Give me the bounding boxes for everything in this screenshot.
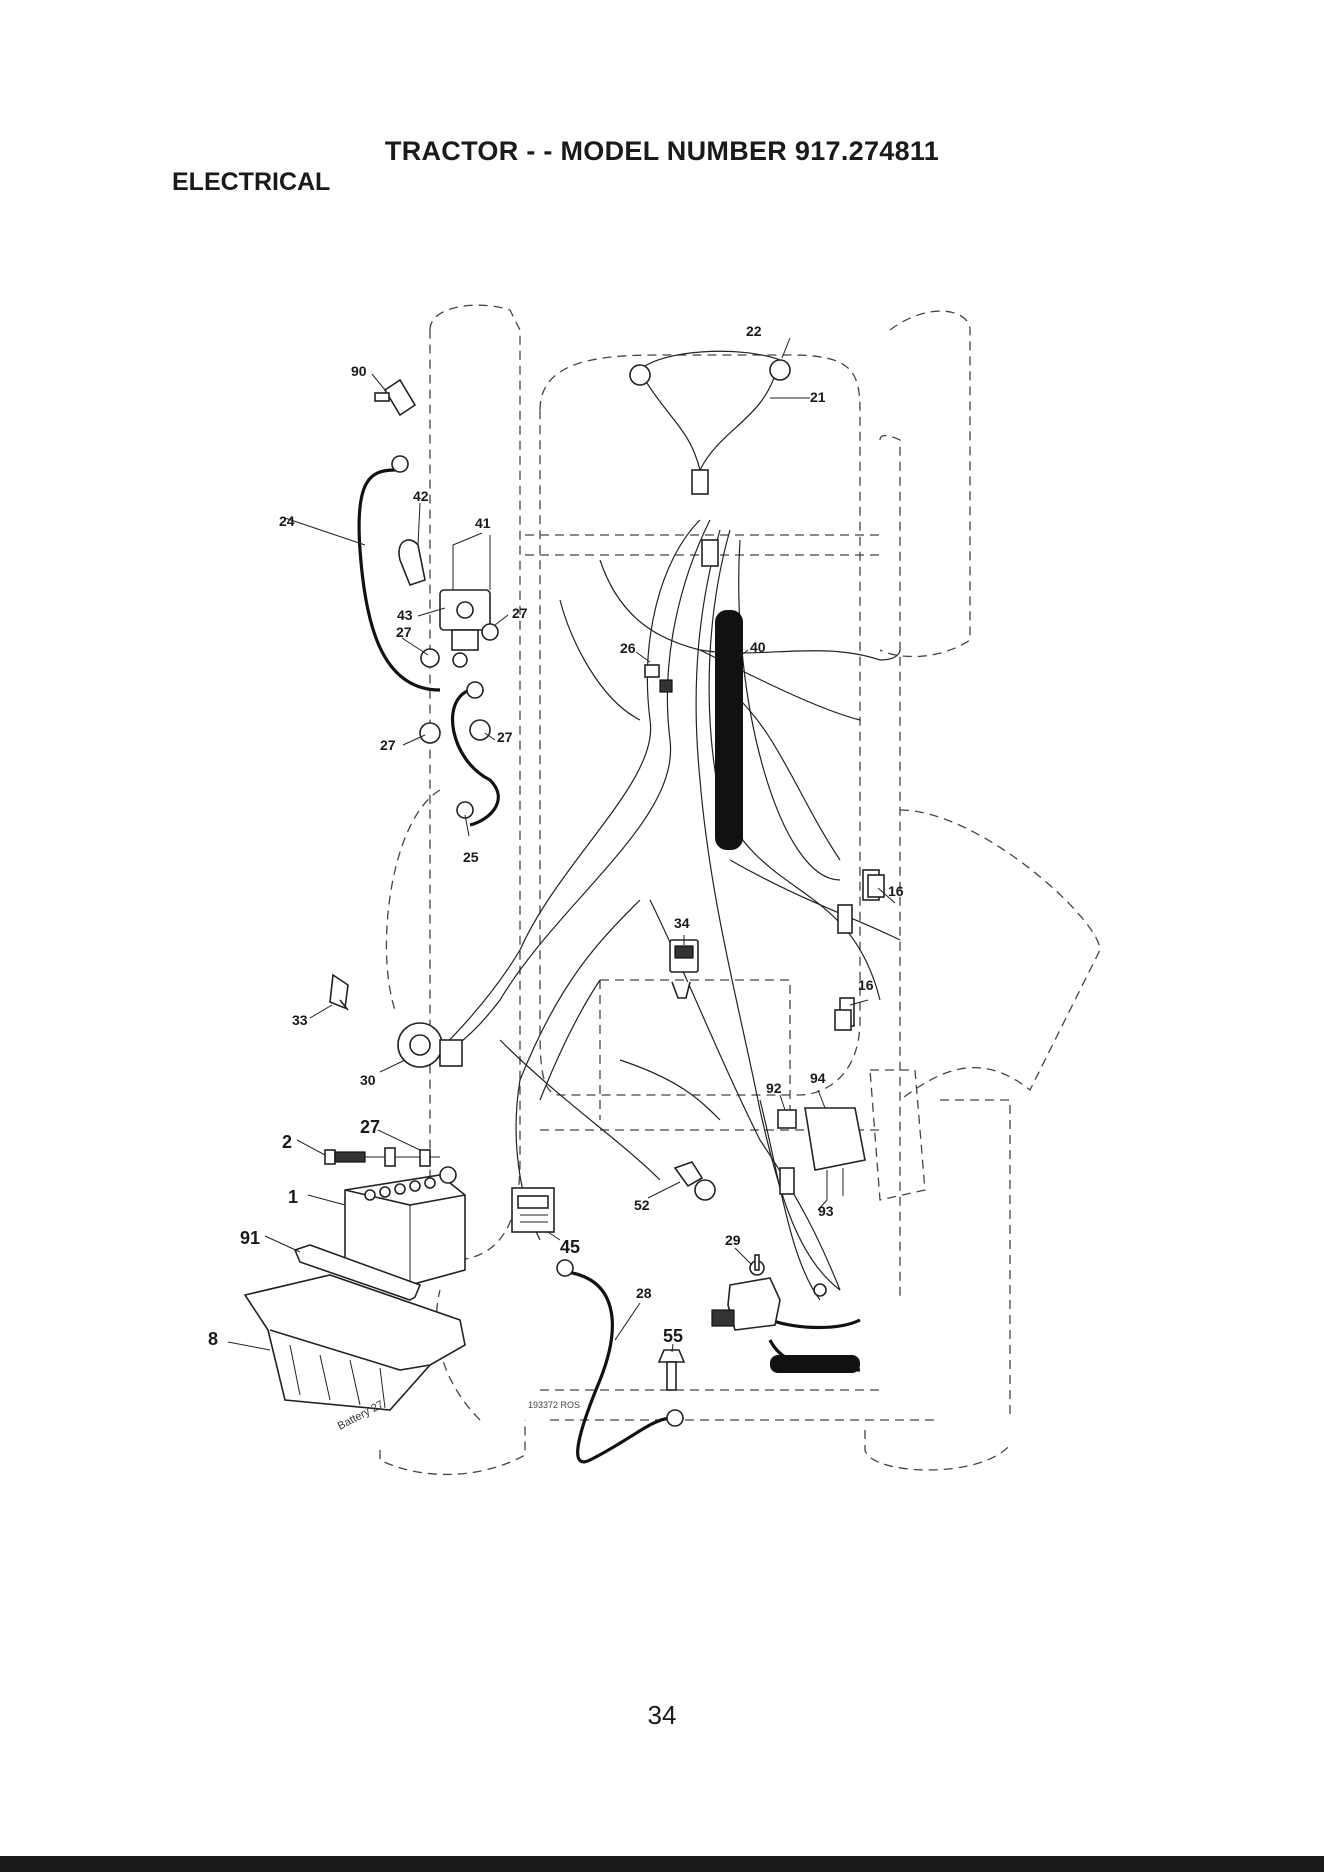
bolt-2 bbox=[325, 1148, 440, 1166]
callout-22: 22 bbox=[746, 323, 762, 339]
callout-1: 1 bbox=[288, 1187, 298, 1207]
callout-27c: 27 bbox=[380, 737, 396, 753]
bottom-rule bbox=[0, 1856, 1324, 1872]
page-number: 34 bbox=[0, 1700, 1324, 1731]
callout-90: 90 bbox=[351, 363, 367, 379]
ignition-switch-30 bbox=[398, 1023, 462, 1067]
callout-55: 55 bbox=[663, 1326, 683, 1346]
callout-29: 29 bbox=[725, 1232, 741, 1248]
callout-26: 26 bbox=[620, 640, 636, 656]
module-92-94 bbox=[778, 1070, 925, 1200]
callout-16b: 16 bbox=[858, 977, 874, 993]
callout-16a: 16 bbox=[888, 883, 904, 899]
callout-27b: 27 bbox=[396, 624, 412, 640]
callout-27a: 27 bbox=[512, 605, 528, 621]
callout-24: 24 bbox=[279, 513, 295, 529]
callout-8: 8 bbox=[208, 1329, 218, 1349]
callout-40: 40 bbox=[750, 639, 766, 655]
drawing-number: 193372 ROS bbox=[528, 1400, 580, 1410]
callout-91: 91 bbox=[240, 1228, 260, 1248]
callout-labels: 22 21 90 24 42 41 43 27 27 27 27 26 40 2… bbox=[208, 323, 904, 1349]
callout-45: 45 bbox=[560, 1237, 580, 1257]
callout-33: 33 bbox=[292, 1012, 308, 1028]
callout-27d: 27 bbox=[497, 729, 513, 745]
callout-21: 21 bbox=[810, 389, 826, 405]
callout-30: 30 bbox=[360, 1072, 376, 1088]
callout-34: 34 bbox=[674, 915, 690, 931]
callout-28: 28 bbox=[636, 1285, 652, 1301]
headlight-assembly bbox=[630, 351, 790, 566]
battery-tray-8: Battery 27 bbox=[245, 1275, 465, 1433]
callout-43: 43 bbox=[397, 607, 413, 623]
lamp-52 bbox=[675, 1162, 715, 1200]
switch-34 bbox=[670, 940, 698, 998]
callout-27e: 27 bbox=[360, 1117, 380, 1137]
key-33 bbox=[330, 975, 348, 1010]
switch-29 bbox=[712, 1255, 860, 1373]
callout-52: 52 bbox=[634, 1197, 650, 1213]
callout-93: 93 bbox=[818, 1203, 834, 1219]
module-45 bbox=[512, 1188, 554, 1232]
callout-42: 42 bbox=[413, 488, 429, 504]
bolt-55 bbox=[659, 1350, 684, 1390]
solenoid-43 bbox=[399, 535, 490, 650]
callout-94: 94 bbox=[810, 1070, 826, 1086]
callout-25: 25 bbox=[463, 849, 479, 865]
callout-92: 92 bbox=[766, 1080, 782, 1096]
cable-25 bbox=[453, 682, 499, 825]
callout-41: 41 bbox=[475, 515, 491, 531]
callout-2: 2 bbox=[282, 1132, 292, 1152]
